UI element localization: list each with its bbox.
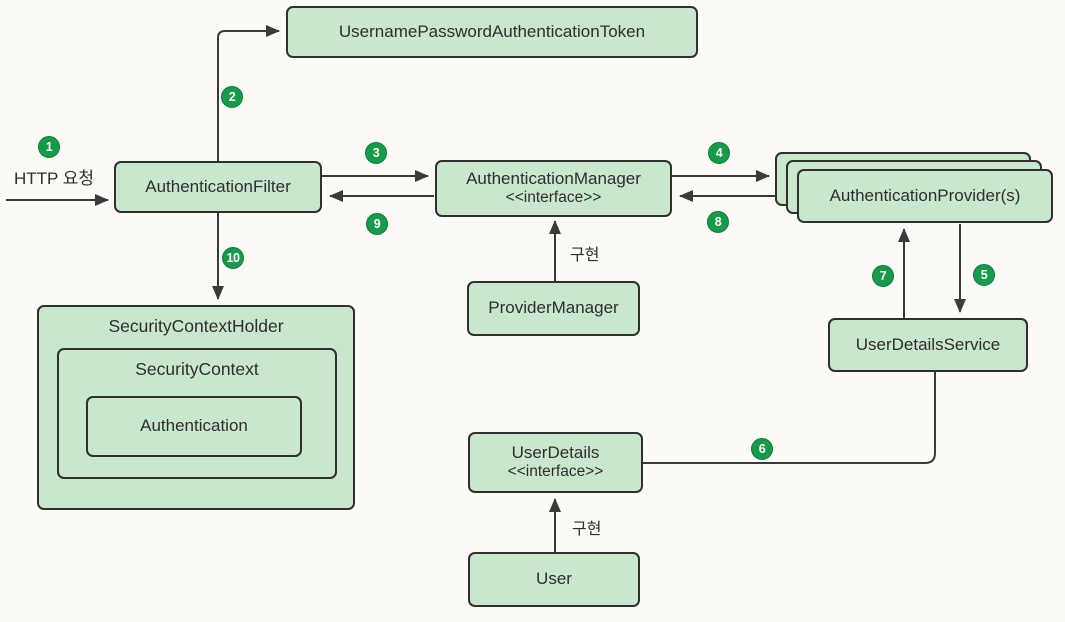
step-badge-10: 10 (222, 247, 244, 269)
http-request-label: HTTP 요청 (13, 169, 95, 188)
implements-label-user: 구현 (572, 521, 602, 538)
node-label: SecurityContextHolder (108, 316, 284, 336)
step-badge-3: 3 (365, 142, 387, 164)
node-authentication: Authentication (86, 396, 302, 457)
step-badge-4: 4 (708, 142, 730, 164)
implements-label-provider-manager: 구현 (570, 247, 600, 264)
node-label: UsernamePasswordAuthenticationToken (338, 21, 646, 41)
node-label: UserDetails (511, 443, 600, 462)
node-label: AuthenticationManager (466, 169, 641, 188)
step-badge-8: 8 (707, 211, 729, 233)
node-authentication-providers: AuthenticationProvider(s) (797, 169, 1053, 223)
node-label: ProviderManager (488, 298, 619, 318)
node-username-password-authentication-token: UsernamePasswordAuthenticationToken (286, 6, 698, 58)
node-user-details-service: UserDetailsService (828, 318, 1028, 372)
node-authentication-providers-stack: AuthenticationProvider(s) (775, 152, 1055, 228)
step-badge-5: 5 (973, 264, 995, 286)
node-stereotype: <<interface>> (505, 189, 602, 207)
node-label: AuthenticationFilter (145, 176, 291, 196)
node-user: User (468, 552, 640, 607)
node-label: AuthenticationProvider(s) (829, 186, 1021, 205)
step-badge-6: 6 (751, 438, 773, 460)
step-badge-7: 7 (872, 265, 894, 287)
node-label: Authentication (140, 416, 248, 436)
node-label: SecurityContext (135, 359, 259, 379)
step-badge-9: 9 (366, 213, 388, 235)
node-user-details: UserDetails <<interface>> (468, 432, 643, 493)
step-badge-1: 1 (38, 136, 60, 158)
node-security-context: SecurityContext Authentication (57, 348, 337, 479)
node-provider-manager: ProviderManager (467, 281, 640, 336)
step-badge-2: 2 (221, 86, 243, 108)
node-label: User (536, 569, 572, 589)
node-label: UserDetailsService (855, 334, 1001, 354)
node-authentication-filter: AuthenticationFilter (114, 161, 322, 213)
node-stereotype: <<interface>> (507, 463, 604, 481)
node-authentication-manager: AuthenticationManager <<interface>> (435, 160, 672, 217)
line-step6-userdetails-to-uds (643, 372, 936, 464)
node-security-context-holder: SecurityContextHolder SecurityContext Au… (37, 305, 355, 510)
